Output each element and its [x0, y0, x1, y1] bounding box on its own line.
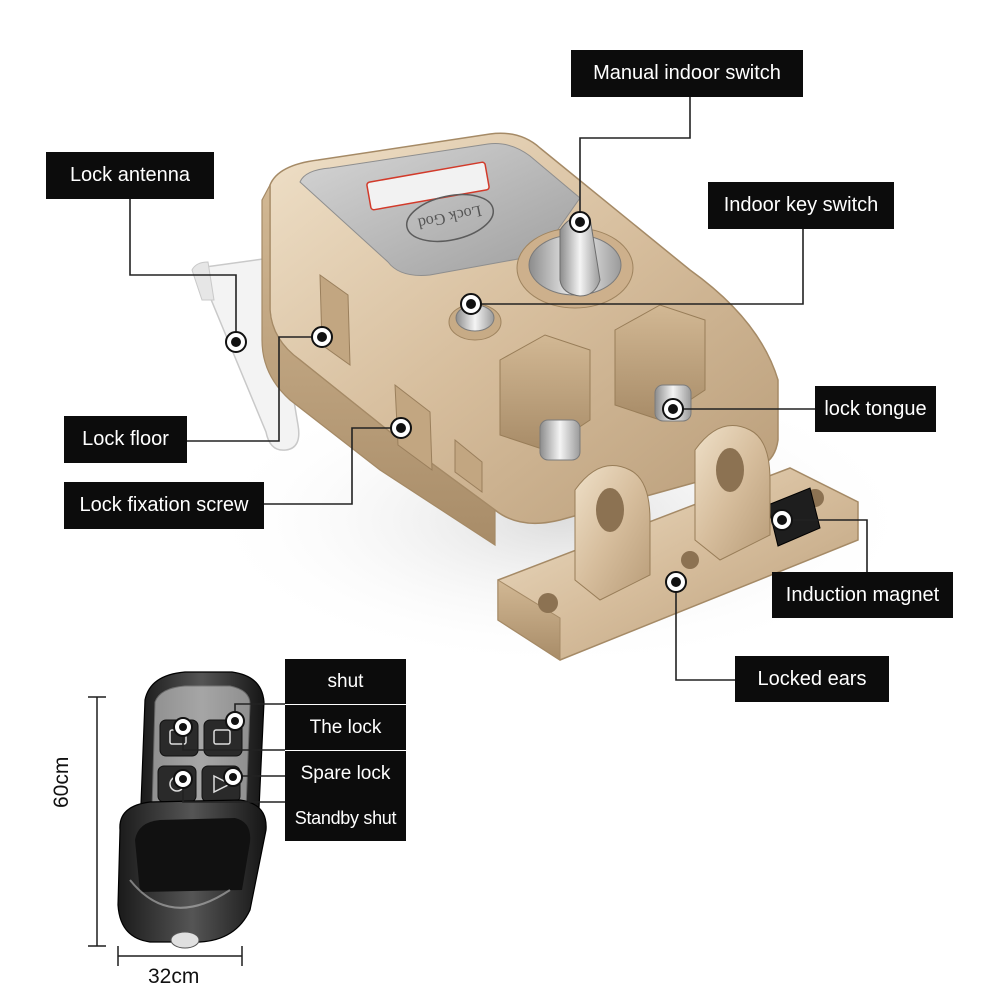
label-shut: shut — [285, 659, 406, 704]
label-induction-magnet: Induction magnet — [772, 572, 953, 618]
dimension-width-label: 32cm — [148, 965, 200, 988]
label-lock-tongue: lock tongue — [815, 386, 936, 432]
bracket-shape — [497, 425, 859, 661]
label-lock-fixation-screw: Lock fixation screw — [64, 482, 264, 529]
label-lock-antenna: Lock antenna — [46, 152, 214, 199]
remote-control-shape — [117, 671, 267, 949]
label-the-lock: The lock — [285, 705, 406, 750]
label-lock-floor: Lock floor — [64, 416, 187, 463]
label-locked-ears: Locked ears — [735, 656, 889, 702]
callout-dots — [173, 211, 793, 789]
label-manual-indoor-switch: Manual indoor switch — [571, 50, 803, 97]
label-spare-lock: Spare lock — [285, 751, 406, 796]
dimension-height-label: 60cm — [50, 756, 73, 808]
label-standby-shut: Standby shut — [285, 796, 406, 841]
label-indoor-key-switch: Indoor key switch — [708, 182, 894, 229]
dimension-lines — [88, 696, 243, 966]
